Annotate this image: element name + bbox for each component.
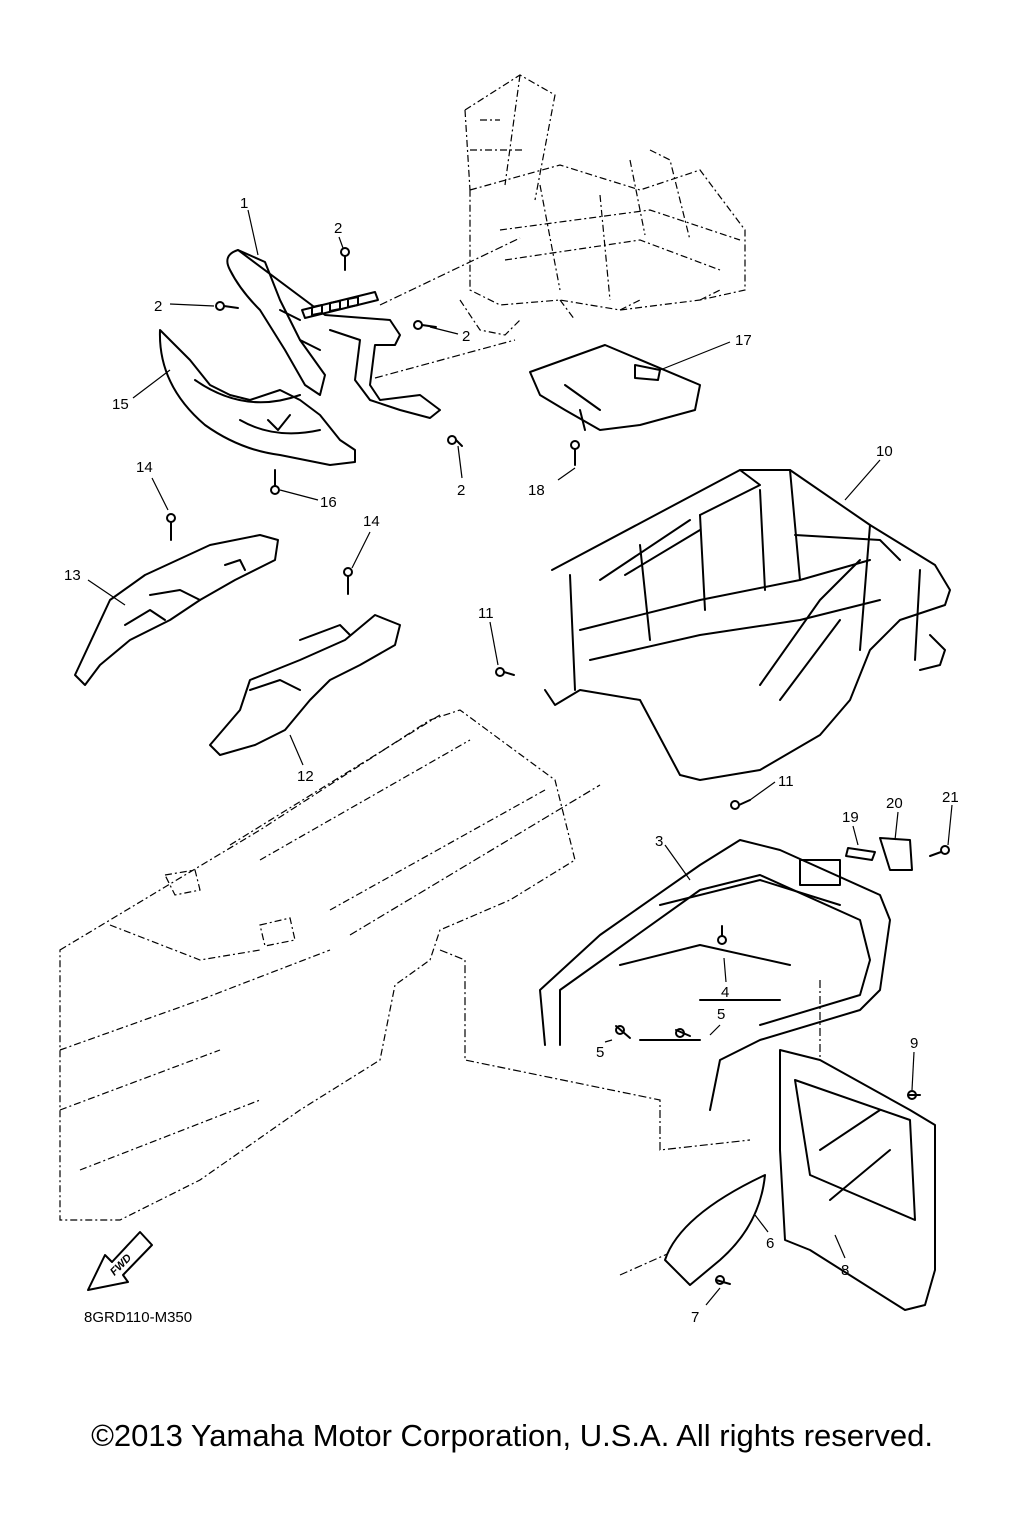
callout-3: 3	[655, 833, 663, 850]
part-8-flap	[779, 1049, 936, 1311]
part-6-panel	[664, 1174, 766, 1286]
callout-13: 13	[64, 567, 81, 584]
callout-16: 16	[320, 494, 337, 511]
callout-17: 17	[735, 332, 752, 349]
callout-2-top: 2	[334, 220, 342, 237]
callout-6: 6	[766, 1235, 774, 1252]
callout-2-lower-a: 2	[457, 482, 465, 499]
callout-18: 18	[528, 482, 545, 499]
diagram-code: 8GRD110-M350	[84, 1309, 193, 1326]
part-15-cover	[158, 329, 356, 466]
callout-15: 15	[112, 396, 129, 413]
part-12-side-cover	[209, 614, 401, 756]
callout-1: 1	[240, 195, 248, 212]
part-3-luggage-rack	[539, 839, 891, 1111]
callout-12: 12	[297, 768, 314, 785]
callout-7: 7	[691, 1309, 699, 1326]
copyright-notice: ©2013 Yamaha Motor Corporation, U.S.A. A…	[91, 1418, 933, 1453]
callout-11-bottom: 11	[778, 773, 794, 790]
callout-9: 9	[910, 1035, 918, 1052]
callout-2-left: 2	[154, 298, 162, 315]
fasteners	[166, 247, 950, 1285]
callout-14-right: 14	[363, 513, 380, 530]
callout-8: 8	[841, 1262, 849, 1279]
part-17-panel	[529, 344, 701, 431]
callout-20: 20	[886, 795, 903, 812]
fwd-arrow-icon: FWD	[87, 1231, 153, 1291]
part-1-guard	[226, 249, 441, 419]
callout-labels: 1 2 2 2 2 2 3 4 5 5 6 7 8 9 10 11 11 12 …	[64, 195, 959, 1326]
callout-10: 10	[876, 443, 893, 460]
callout-4: 4	[721, 984, 729, 1001]
ghost-frame-front	[459, 74, 746, 336]
callout-21: 21	[942, 789, 959, 806]
callout-11-top: 11	[478, 605, 494, 622]
callout-5-left: 5	[596, 1044, 604, 1061]
callout-2-right: 2	[462, 328, 470, 345]
part-13-side-cover	[74, 534, 279, 686]
leader-lines	[87, 209, 953, 1306]
part-10-rack	[544, 469, 951, 781]
callout-14-left: 14	[136, 459, 153, 476]
callout-19: 19	[842, 809, 859, 826]
ghost-vehicle-body	[59, 709, 576, 1221]
callout-5-right: 5	[717, 1006, 725, 1023]
